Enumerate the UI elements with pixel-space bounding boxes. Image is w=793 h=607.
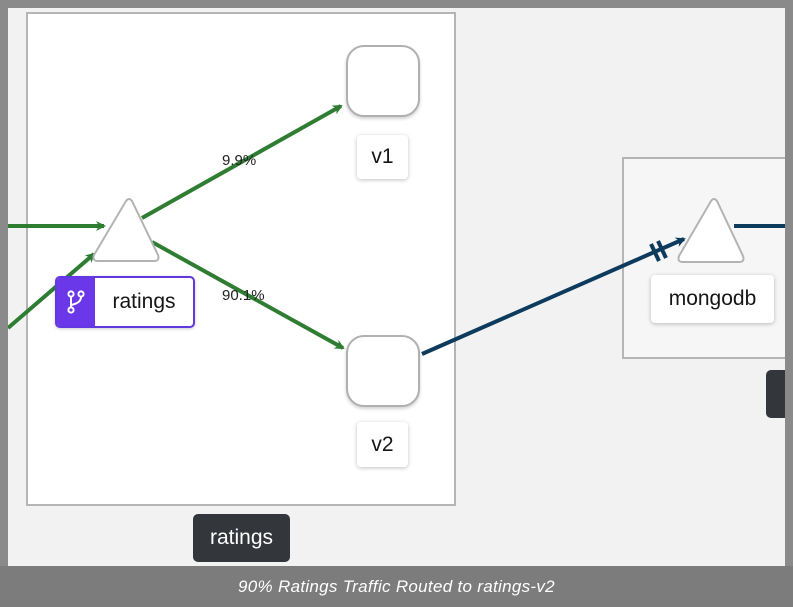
edge-mongodb-tick-1 (649, 243, 661, 262)
edges-layer: 9.9% 90.1% (8, 104, 785, 356)
edge-label-v1: 9.9% (222, 152, 256, 169)
graph-canvas[interactable]: 9.9% 90.1% ratings v1 v2 mongodb ratings… (8, 8, 785, 566)
v1-workload-node[interactable] (346, 45, 420, 117)
edge-v2-mongodb[interactable] (421, 237, 686, 356)
mongodb-service-triangle[interactable] (677, 198, 745, 263)
edge-ratings-v2[interactable] (151, 240, 345, 350)
edge-ratings-v1[interactable] (141, 104, 343, 220)
ratings-service-triangle[interactable] (92, 198, 160, 262)
partial-app-label[interactable]: r (766, 370, 785, 418)
edge-label-v2: 90.1% (222, 287, 265, 304)
caption: 90% Ratings Traffic Routed to ratings-v2 (0, 566, 793, 607)
v2-workload-node[interactable] (346, 335, 420, 407)
edge-mongodb-tick-2 (656, 240, 668, 259)
mongodb-label: mongodb (651, 275, 774, 323)
ratings-virtual-service-node[interactable]: ratings (55, 276, 195, 328)
ratings-app-label[interactable]: ratings (193, 514, 290, 562)
v1-label: v1 (357, 135, 408, 179)
edge-incoming-2[interactable] (8, 252, 96, 330)
branch-icon (57, 278, 95, 326)
ratings-node-label: ratings (112, 290, 176, 313)
v2-label: v2 (357, 422, 408, 467)
